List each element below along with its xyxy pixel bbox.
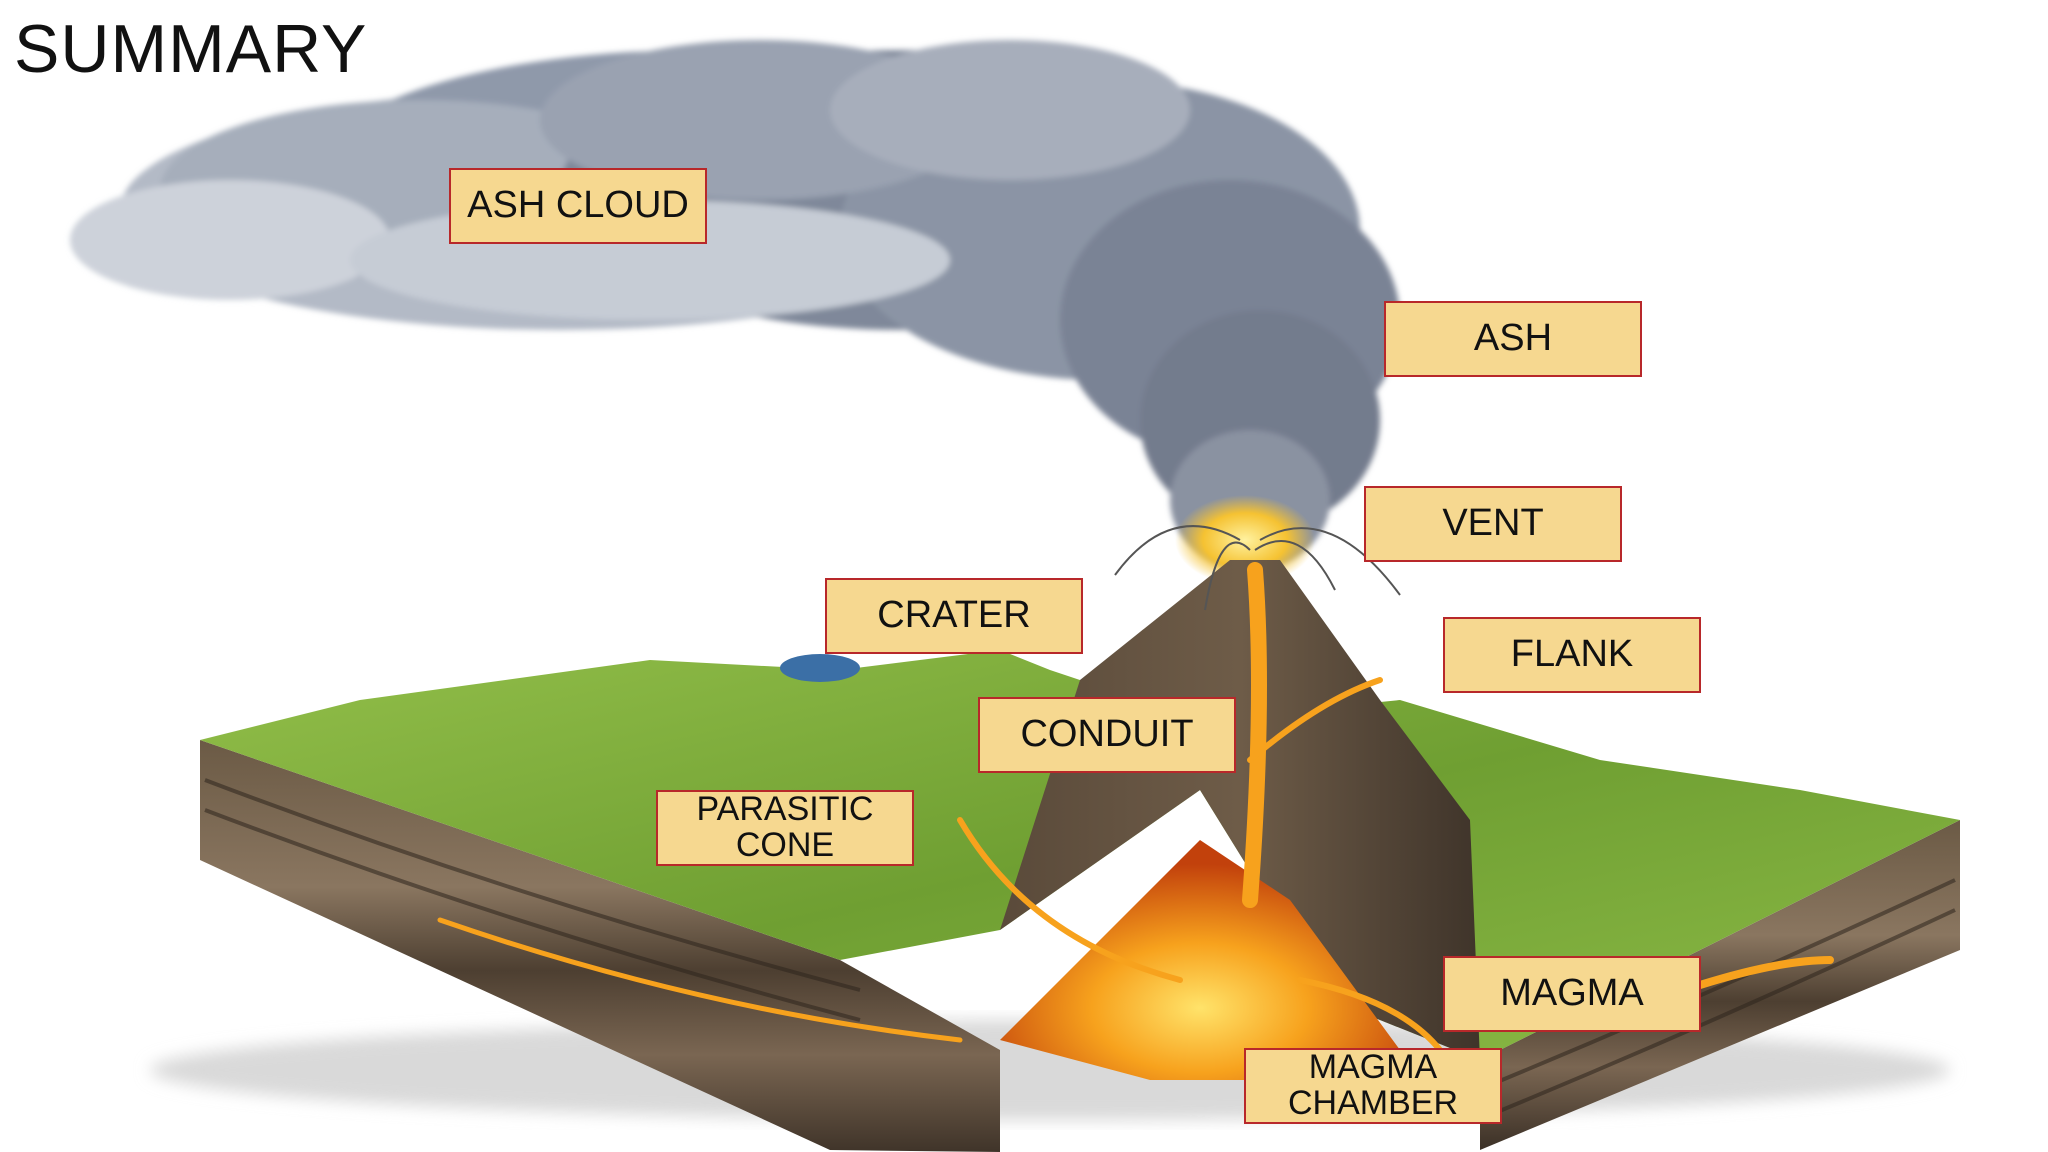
label-magma: MAGMA — [1443, 956, 1701, 1032]
label-magma-chamber: MAGMA CHAMBER — [1244, 1048, 1502, 1124]
volcanic-bombs — [1114, 525, 1401, 611]
page-title: SUMMARY — [14, 11, 368, 87]
magma-chamber — [1000, 840, 1400, 1080]
label-crater: CRATER — [825, 578, 1083, 654]
strata — [204, 778, 1956, 1117]
label-flank: FLANK — [1443, 617, 1701, 693]
label-ash: ASH — [1384, 301, 1642, 377]
label-conduit: CONDUIT — [978, 697, 1236, 773]
label-ash-cloud: ASH CLOUD — [449, 168, 707, 244]
label-vent: VENT — [1364, 486, 1622, 562]
label-parasitic-cone: PARASITIC CONE — [656, 790, 914, 866]
lava-dikes — [437, 562, 1834, 1053]
ash-cloud — [70, 40, 1400, 570]
parasitic-cone-crater — [780, 654, 860, 682]
